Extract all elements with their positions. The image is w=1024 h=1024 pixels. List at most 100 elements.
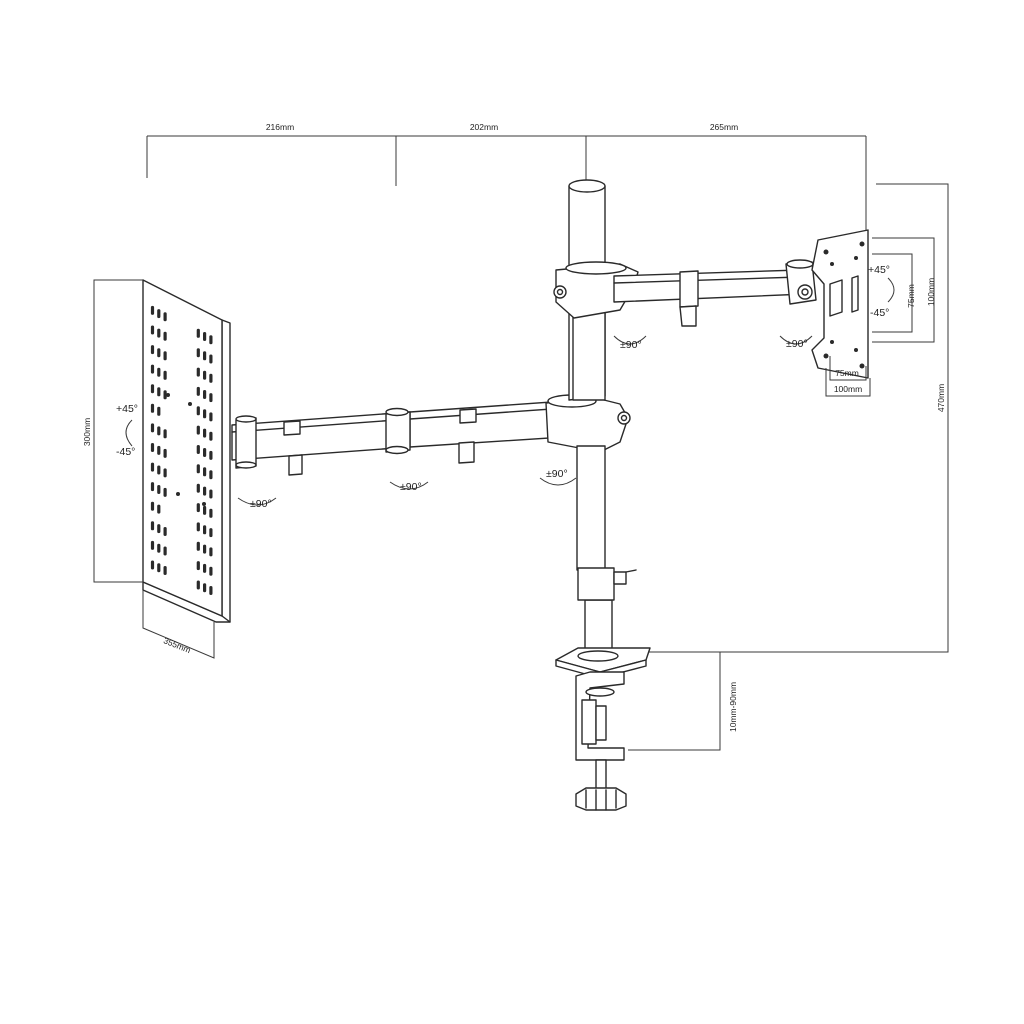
tray-vent-slot (196, 503, 200, 513)
tray-vent-slot (196, 561, 200, 571)
tray-vent-slot (196, 580, 200, 590)
tray-vent-slot (196, 522, 200, 532)
vesa-outer-width-label: 100mm (834, 384, 862, 394)
swivel-arc-elbow (389, 481, 429, 490)
tray-vent-slot (209, 586, 213, 595)
tray-vent-slot (209, 431, 213, 441)
tray-vent-slot (157, 445, 161, 455)
tray-vent-slot (150, 501, 155, 511)
tray-vent-slot (203, 409, 207, 419)
tray-vent-slot (150, 423, 155, 433)
tray-vent-slot (150, 443, 155, 452)
lower-arm (231, 394, 631, 476)
swivel-vesa-joint-label: ±90° (786, 338, 808, 350)
tray-vent-slot (209, 489, 213, 499)
desk-clamp (555, 647, 651, 811)
swivel-arc-tray (237, 497, 277, 506)
tray-vent-slot (150, 403, 155, 413)
tray-vent-slot (196, 328, 200, 338)
tray-vent-slot (157, 543, 161, 553)
tray-vent-slot (157, 309, 161, 319)
swivel-tray-joint-label: ±90° (250, 498, 272, 510)
tray-vent-slot (196, 367, 200, 377)
tray-vent-slot (157, 504, 161, 514)
tray-tilt-up-label: +45° (116, 403, 138, 415)
tray-vent-slot (150, 482, 155, 492)
tray-vent-slot (209, 508, 213, 518)
tray-vent-slot (163, 566, 167, 575)
swivel-elbow-label: ±90° (400, 481, 422, 493)
tray-vent-slot (209, 354, 213, 364)
tray-vent-slot (163, 312, 167, 322)
tray-vent-slots (150, 305, 213, 595)
tray-vent-slot (196, 348, 200, 358)
tray-vent-slot (203, 351, 207, 361)
tray-tilt-down-label: -45° (116, 446, 135, 458)
dimension-clamp-range: 10mm-90mm (728, 682, 738, 732)
dimension-total-height: 470mm (936, 384, 946, 412)
tray-vent-slot (163, 429, 167, 439)
vesa-inner-width-label: 75mm (835, 368, 859, 378)
tray-vent-slot (203, 525, 207, 535)
tray-height-dimension-line (93, 279, 143, 583)
tray-vent-slot (157, 485, 161, 494)
vesa-tilt-down-label: -45° (870, 307, 889, 319)
total-height-dimension-line (640, 183, 949, 653)
tray-vent-slot (150, 521, 155, 531)
tray-vent-slot (163, 448, 167, 458)
swivel-pole-upper-label: ±90° (620, 339, 642, 351)
tray-vent-slot (163, 331, 167, 341)
dimension-tray-height: 300mm (82, 418, 92, 446)
dimension-tray-width: 355mm (162, 635, 192, 655)
tray-vent-slot (157, 406, 161, 416)
tray-vent-slot (163, 527, 167, 536)
swivel-arc-pole-lower (539, 477, 577, 486)
tray-vent-slot (163, 390, 167, 400)
tray-vent-slot (209, 470, 213, 480)
tray-vent-slot (203, 370, 207, 380)
tray-vent-slot (150, 364, 155, 374)
tray-vent-slot (150, 345, 155, 355)
tray-vent-slot (203, 505, 207, 515)
tray-vent-slot (196, 483, 200, 493)
tray-vent-slot (196, 445, 200, 454)
tray-vent-slot (163, 468, 167, 478)
tray-vent-slot (209, 373, 213, 383)
tray-vent-slot (196, 406, 200, 416)
tray-vent-slot (209, 547, 213, 557)
tray-vent-slot (209, 566, 213, 576)
tray-vent-slot (203, 332, 207, 341)
tray-vent-slot (203, 428, 207, 438)
tray-vent-slot (196, 386, 200, 396)
tray-vent-slot (196, 541, 200, 551)
tray-vent-slot (163, 487, 167, 497)
vesa-outer-height-label: 100mm (926, 278, 936, 306)
swivel-arc-vesa-joint (779, 335, 813, 345)
tray-vent-slot (209, 412, 213, 422)
swivel-arc-pole-upper (613, 335, 647, 345)
tray-vent-slot (209, 528, 213, 538)
vesa-dimension-lines (825, 237, 935, 397)
tray-vent-slot (203, 563, 207, 573)
dimension-top-middle: 202mm (470, 122, 498, 132)
tray-vent-slot (150, 325, 155, 335)
tray-vent-slot (150, 462, 155, 472)
swivel-pole-lower-label: ±90° (546, 468, 568, 480)
tray-tilt-arc (125, 419, 133, 447)
top-dimension-lines (146, 135, 867, 238)
tray-vent-slot (157, 367, 161, 377)
tray-vent-slot (157, 465, 161, 475)
tray-vent-slot (196, 425, 200, 435)
tray-vent-slot (209, 335, 213, 345)
tray-vent-slot (157, 563, 161, 573)
tray-vent-slot (157, 426, 161, 436)
vesa-tilt-up-label: +45° (868, 264, 890, 276)
clamp-range-dimension-line (628, 651, 721, 751)
tray-vent-slot (157, 328, 161, 338)
tray-vent-slot (209, 450, 213, 460)
upper-arm (553, 259, 817, 327)
tray-vent-slot (163, 370, 167, 380)
tray-vent-slot (203, 467, 207, 477)
tray-vent-slot (203, 390, 207, 399)
